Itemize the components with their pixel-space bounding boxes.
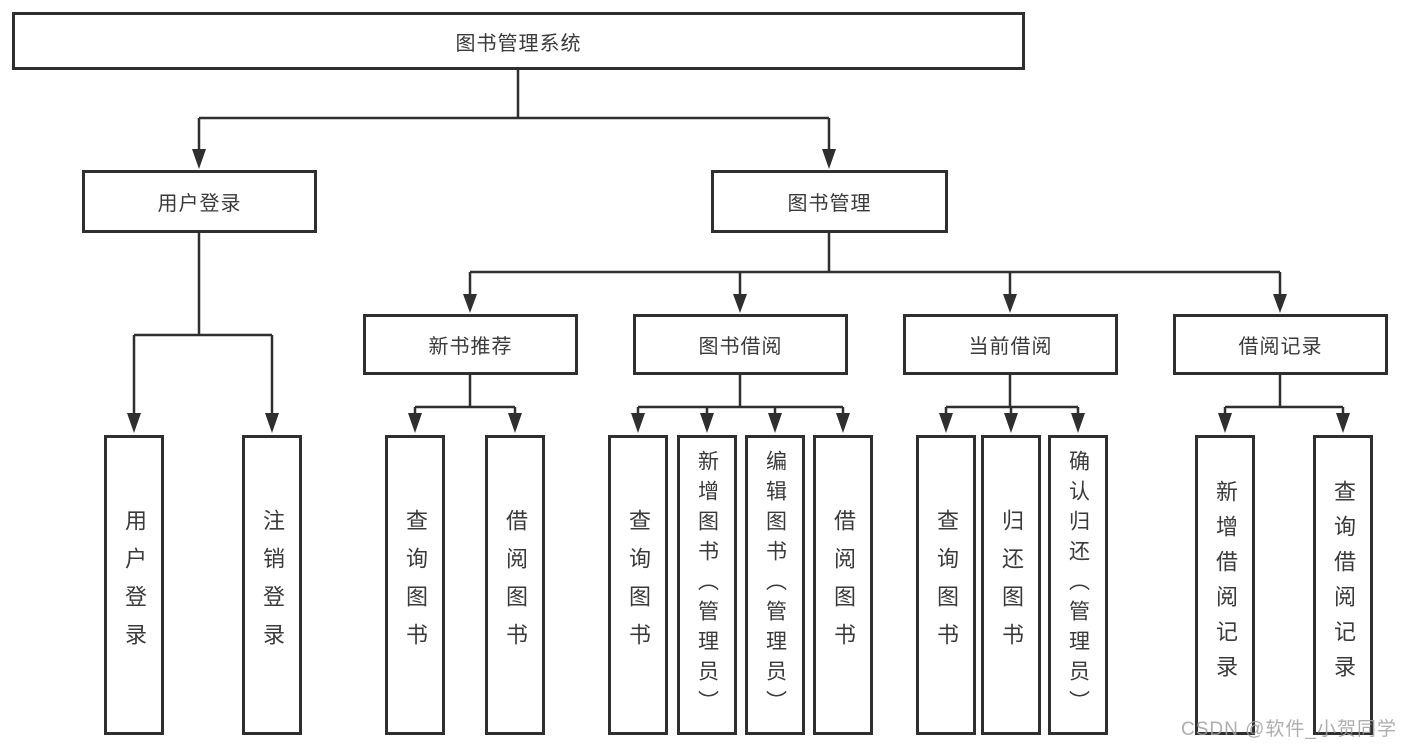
leaf-return-books: 归还图书 [981,435,1041,735]
leaf-borrow-books-borrowing-label: 借阅图书 [831,509,856,661]
leaf-borrow-books-borrowing: 借阅图书 [813,435,873,735]
leaf-return-books-label: 归还图书 [999,509,1024,661]
leaf-add-borrow-record-label: 新增借阅记录 [1213,480,1238,690]
node-current-borrowing: 当前借阅 [903,314,1118,375]
leaf-query-books-borrowing: 查询图书 [608,435,668,735]
connector-paths [132,70,1345,416]
leaf-user-login-label: 用户登录 [122,509,147,661]
node-borrow-records: 借阅记录 [1173,314,1388,375]
leaf-borrow-books-recommend-label: 借阅图书 [503,509,528,661]
leaf-query-borrow-record: 查询借阅记录 [1313,435,1373,735]
node-book-management: 图书管理 [711,170,948,233]
leaf-query-borrow-record-label: 查询借阅记录 [1331,480,1356,690]
leaf-query-books-recommend: 查询图书 [385,435,445,735]
leaf-user-login: 用户登录 [104,435,164,735]
node-new-book-recommend: 新书推荐 [363,314,578,375]
csdn-watermark: CSDN @软件_小贺同学 [1181,719,1397,740]
leaf-edit-book-admin: 编辑图书（管理员） [745,435,805,735]
leaf-query-books-recommend-label: 查询图书 [403,509,428,661]
leaf-query-books-borrowing-label: 查询图书 [626,509,651,661]
node-user-login-branch: 用户登录 [82,170,317,233]
node-root: 图书管理系统 [12,12,1025,70]
leaf-query-books-current: 查询图书 [916,435,976,735]
node-book-borrowing: 图书借阅 [633,314,848,375]
leaf-confirm-return-admin-label: 确认归还（管理员） [1066,450,1090,720]
leaf-logout-label: 注销登录 [260,509,285,661]
leaf-logout: 注销登录 [242,435,302,735]
arrowhead-icons [127,149,1350,433]
leaf-add-book-admin-label: 新增图书（管理员） [695,450,719,720]
leaf-add-book-admin: 新增图书（管理员） [677,435,737,735]
leaf-confirm-return-admin: 确认归还（管理员） [1048,435,1108,735]
leaf-query-books-current-label: 查询图书 [934,509,959,661]
leaf-add-borrow-record: 新增借阅记录 [1195,435,1255,735]
leaf-edit-book-admin-label: 编辑图书（管理员） [763,450,787,720]
leaf-borrow-books-recommend: 借阅图书 [485,435,545,735]
